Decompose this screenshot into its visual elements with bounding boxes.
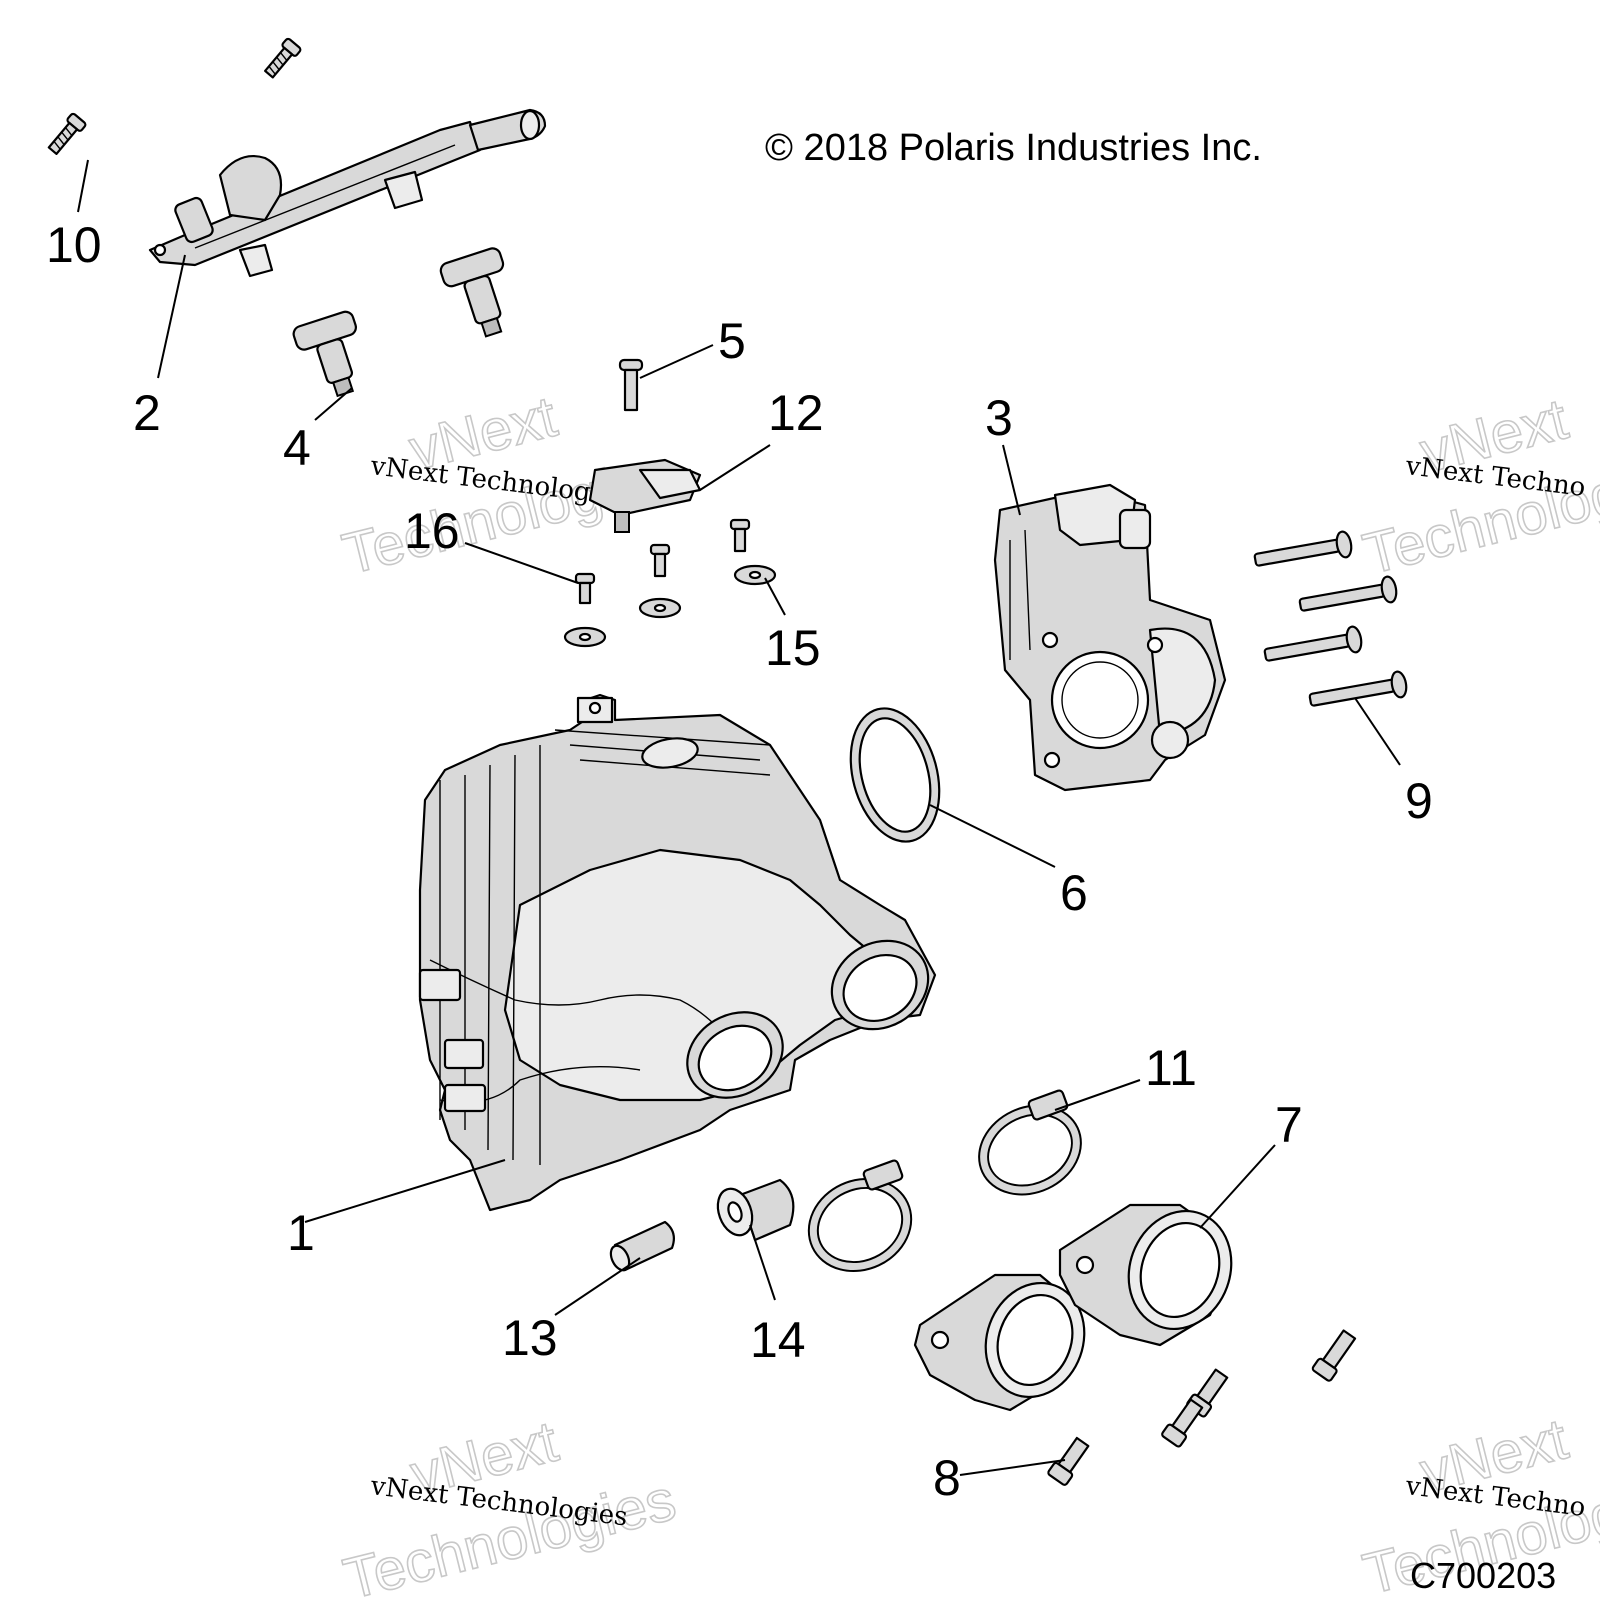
drawing-code: C700203	[1410, 1555, 1556, 1596]
callout-12: 12	[768, 385, 824, 441]
part-1-airbox	[418, 693, 937, 1212]
callout-4: 4	[283, 420, 311, 476]
part-7-intake-boot	[913, 1203, 1233, 1412]
callouts: 10 2 4 5 12 3 16 15 9 6 1 11 7 13 14 8	[46, 217, 1433, 1506]
callout-2: 2	[133, 385, 161, 441]
part-5-bolt	[618, 358, 644, 412]
part-4-injector	[292, 247, 505, 398]
callout-14: 14	[750, 1312, 806, 1368]
part-clamp-lower	[807, 1159, 913, 1273]
leader-lines	[77, 159, 1401, 1476]
callout-7: 7	[1275, 1097, 1303, 1153]
part-13-sleeve	[609, 1220, 675, 1272]
part-9-bolts	[1253, 530, 1408, 707]
callout-6: 6	[1060, 865, 1088, 921]
part-15-washers	[563, 564, 777, 648]
part-2-fuel-rail	[148, 108, 547, 278]
callout-1: 1	[287, 1205, 315, 1261]
part-8-bolts	[1047, 1329, 1357, 1486]
callout-13: 13	[502, 1310, 558, 1366]
callout-11: 11	[1145, 1040, 1197, 1096]
part-10-screw	[47, 37, 302, 155]
callout-3: 3	[985, 390, 1013, 446]
part-14-grommet	[716, 1178, 795, 1242]
part-16-bolts	[574, 518, 751, 605]
callout-15: 15	[765, 620, 821, 676]
part-6-gasket	[849, 707, 941, 843]
part-12-sensor	[588, 458, 702, 533]
copyright-text: © 2018 Polaris Industries Inc.	[765, 127, 1262, 169]
callout-16: 16	[404, 503, 460, 559]
callout-8: 8	[933, 1450, 961, 1506]
callout-9: 9	[1405, 773, 1433, 829]
callout-5: 5	[718, 313, 746, 369]
callout-10: 10	[46, 217, 102, 273]
part-11-clamp	[978, 1089, 1082, 1196]
part-3-throttle-body	[993, 483, 1227, 792]
